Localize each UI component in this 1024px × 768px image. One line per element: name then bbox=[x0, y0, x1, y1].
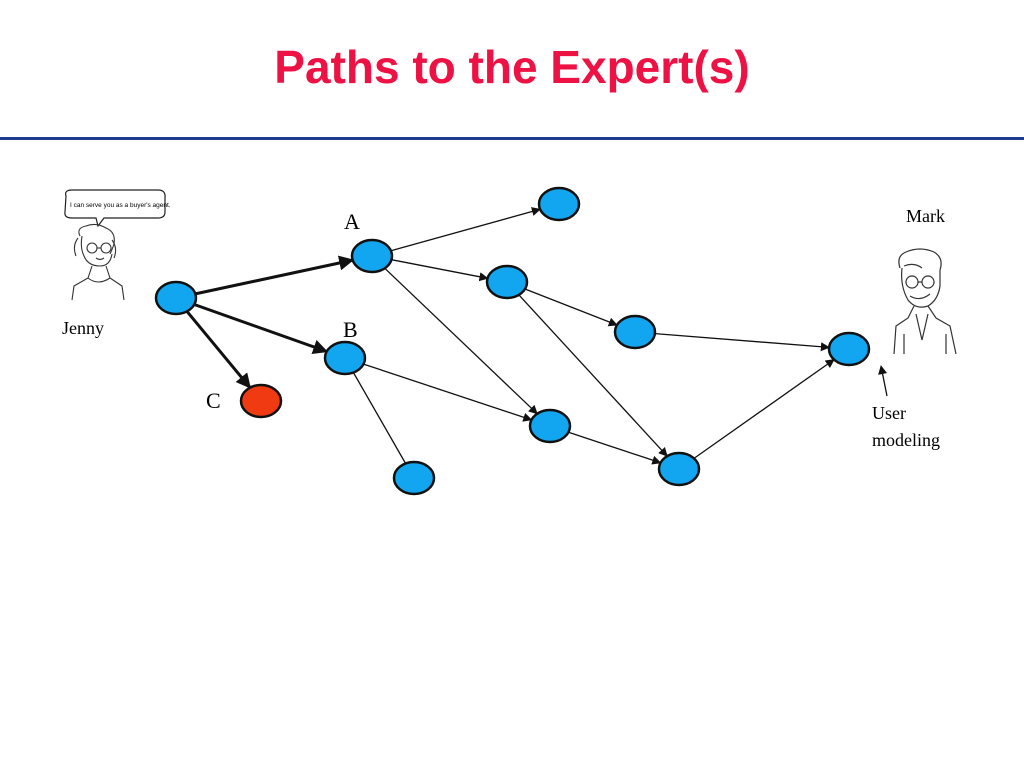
edge-m2-to-mark bbox=[654, 332, 831, 352]
speech-bubble-text: I can serve you as a buyer's agent. bbox=[70, 202, 171, 209]
node-bottom[interactable] bbox=[657, 451, 701, 487]
node-middle-1[interactable] bbox=[485, 264, 529, 300]
node-a[interactable] bbox=[350, 238, 394, 274]
node-low[interactable] bbox=[392, 460, 436, 496]
edge-m1-to-m2 bbox=[524, 288, 618, 327]
jenny-label: Jenny bbox=[62, 318, 104, 338]
node-top[interactable] bbox=[537, 186, 581, 222]
mark-label: Mark bbox=[906, 206, 945, 226]
edge-jenny-to-B bbox=[193, 303, 329, 355]
user-modeling-label-line1: User bbox=[872, 403, 906, 423]
node-middle-2[interactable] bbox=[613, 314, 657, 350]
jenny-icon: I can serve you as a buyer's agent. bbox=[64, 189, 171, 301]
edge-bottom-to-mark bbox=[693, 359, 835, 459]
node-middle-3[interactable] bbox=[528, 408, 572, 444]
edge-layer bbox=[185, 207, 835, 465]
node-b[interactable] bbox=[323, 340, 367, 376]
node-mark[interactable] bbox=[827, 331, 871, 367]
edge-A-to-m1 bbox=[391, 259, 489, 282]
node-jenny[interactable] bbox=[154, 280, 198, 316]
edge-m1-to-bottom bbox=[518, 294, 668, 457]
user-modeling-arrow bbox=[878, 365, 888, 397]
node-c[interactable] bbox=[239, 383, 283, 419]
slide-title: Paths to the Expert(s) bbox=[274, 41, 750, 93]
speech-bubble bbox=[64, 189, 166, 228]
node-c-label: C bbox=[206, 388, 221, 413]
edge-B-to-m3 bbox=[363, 363, 533, 422]
user-modeling-label-line2: modeling bbox=[872, 430, 940, 450]
node-b-label: B bbox=[343, 317, 358, 342]
edge-jenny-to-C bbox=[185, 310, 252, 389]
title-divider bbox=[0, 137, 1024, 140]
node-layer bbox=[154, 186, 871, 496]
edge-B-to-low bbox=[352, 372, 407, 464]
edge-jenny-to-A bbox=[194, 255, 355, 296]
edge-A-to-top bbox=[390, 207, 541, 252]
node-a-label: A bbox=[344, 209, 360, 234]
edge-A-to-m3 bbox=[384, 267, 538, 415]
mark-icon bbox=[893, 248, 957, 355]
edge-m3-to-bottom bbox=[568, 431, 662, 465]
